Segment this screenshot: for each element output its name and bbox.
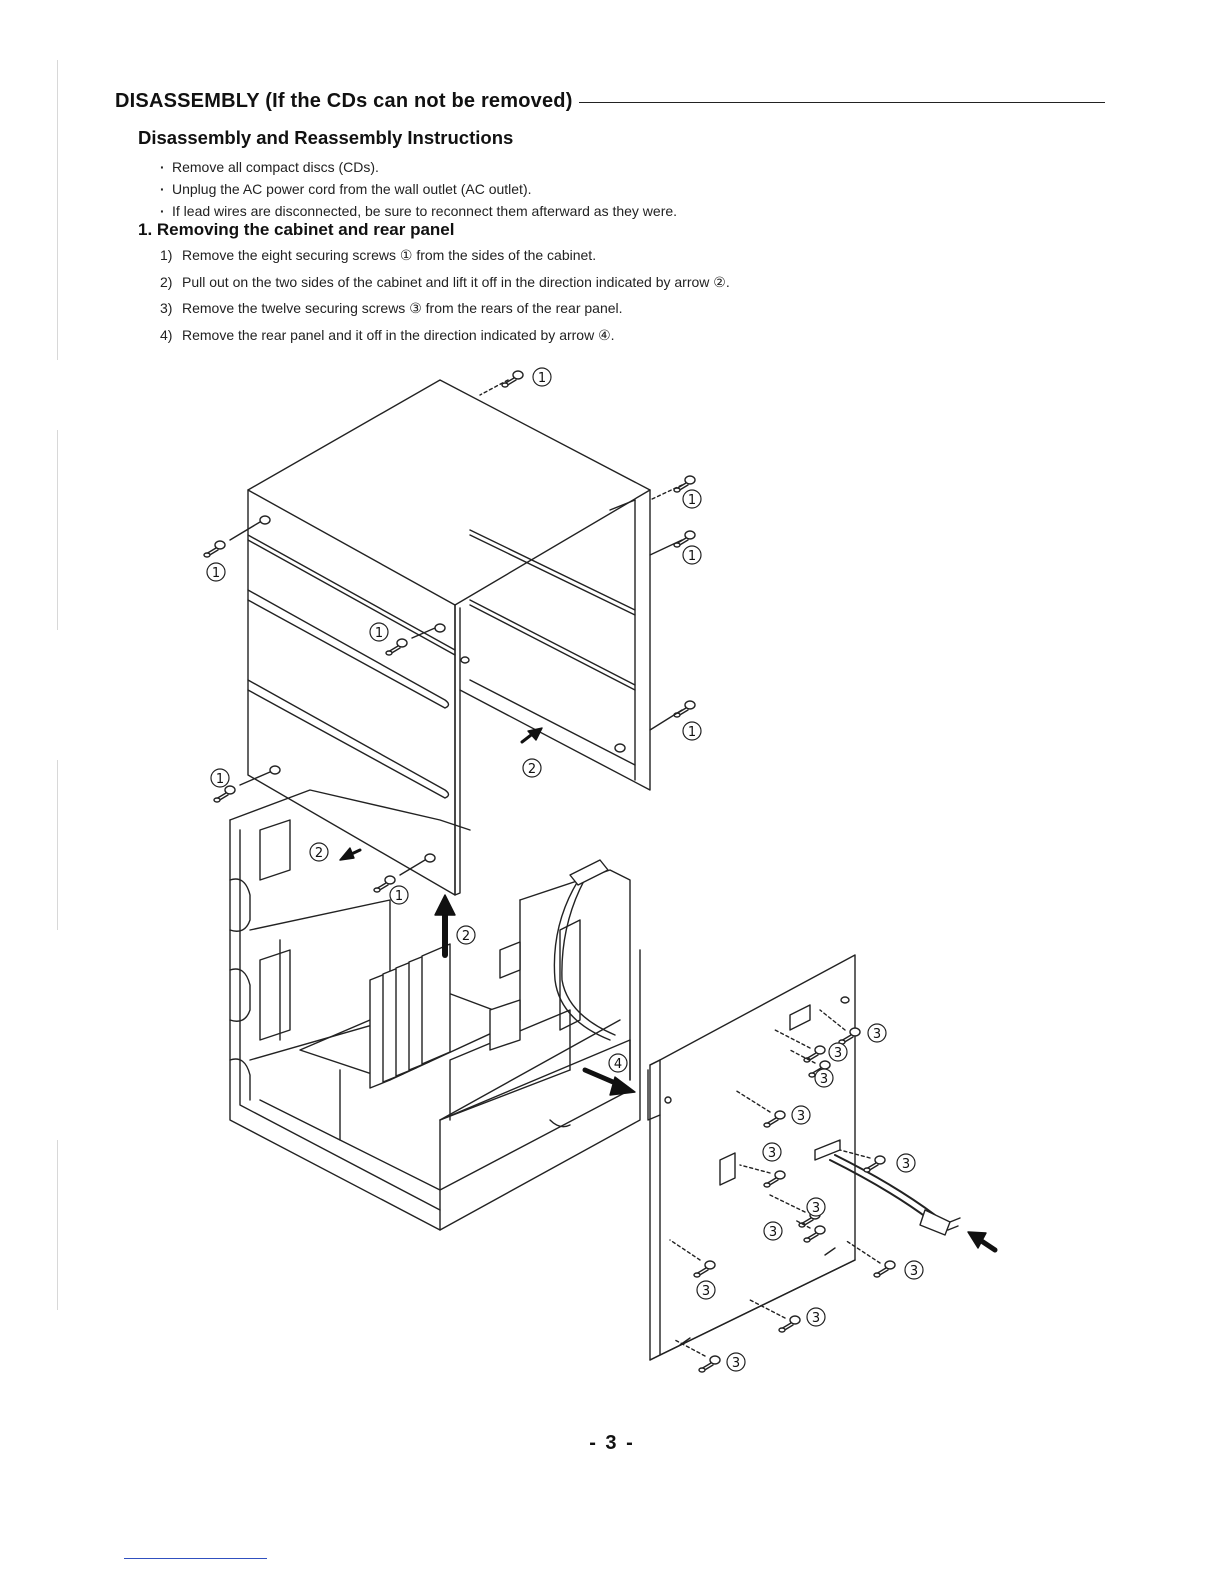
callout-screw-cabinet: 1 <box>369 622 389 642</box>
svg-text:4: 4 <box>614 1057 622 1072</box>
svg-text:1: 1 <box>538 371 546 386</box>
step-1-title: 1. Removing the cabinet and rear panel <box>138 220 455 239</box>
step-number: 4) <box>160 326 173 343</box>
callout-screw-rear: 3 <box>791 1105 811 1125</box>
step-item: 3) Remove the twelve securing screws ③ fr… <box>160 295 730 322</box>
svg-text:3: 3 <box>910 1264 918 1279</box>
callout-screw-cabinet: 1 <box>206 562 226 582</box>
section-title-text: DISASSEMBLY (If the CDs can not be remov… <box>115 90 573 112</box>
callout-screw-rear: 3 <box>726 1352 746 1372</box>
callout-screw-rear: 3 <box>806 1307 826 1327</box>
svg-text:1: 1 <box>688 493 696 508</box>
note-item: Remove all compact discs (CDs). <box>160 156 677 178</box>
step-text: Remove the twelve securing screws ③ from… <box>182 300 623 316</box>
instructions-subtitle: Disassembly and Reassembly Instructions <box>138 127 514 148</box>
exploded-view-diagram: 1 1 1 1 1 1 1 1 2 2 2 4 3 3 3 3 3 3 3 3 … <box>203 367 998 1373</box>
step-number: 1) <box>160 247 173 263</box>
callout-screw-cabinet: 1 <box>389 885 409 905</box>
callout-screw-cabinet: 1 <box>682 545 702 565</box>
callout-arrow-cabinet: 2 <box>309 842 329 862</box>
svg-text:3: 3 <box>732 1356 740 1371</box>
svg-text:3: 3 <box>812 1201 820 1216</box>
section-title: DISASSEMBLY (If the CDs can not be remov… <box>115 90 1105 113</box>
svg-text:3: 3 <box>769 1225 777 1240</box>
margin-mark <box>57 760 58 930</box>
page-number: - 3 - <box>589 1432 635 1454</box>
margin-mark <box>57 1140 58 1310</box>
svg-text:1: 1 <box>375 626 383 641</box>
callout-screw-rear: 3 <box>896 1153 916 1173</box>
svg-text:3: 3 <box>902 1157 910 1172</box>
margin-mark <box>57 430 58 630</box>
callout-labels: 1 1 1 1 1 1 1 1 2 2 2 4 3 3 3 3 3 3 3 3 … <box>206 367 924 1372</box>
callout-screw-cabinet: 1 <box>532 367 552 387</box>
footer-rule <box>124 1558 267 1559</box>
svg-text:1: 1 <box>688 725 696 740</box>
step-number: 3) <box>160 300 173 316</box>
step-1-list: 1) Remove the eight securing screws ① fro… <box>160 242 730 348</box>
svg-text:3: 3 <box>702 1284 710 1299</box>
callout-screw-rear: 3 <box>867 1023 887 1043</box>
power-cord <box>829 1154 961 1236</box>
callout-screw-rear: 3 <box>828 1042 848 1062</box>
rear-panel <box>647 954 856 1361</box>
svg-text:3: 3 <box>797 1109 805 1124</box>
svg-text:3: 3 <box>812 1311 820 1326</box>
callout-screw-cabinet: 1 <box>682 489 702 509</box>
callout-screw-rear: 3 <box>806 1197 826 1217</box>
main-chassis <box>229 789 641 1231</box>
callout-screw-rear: 3 <box>763 1221 783 1241</box>
svg-text:2: 2 <box>462 929 470 944</box>
step-text: Remove the eight securing screws ① from … <box>182 247 597 263</box>
svg-text:3: 3 <box>768 1146 776 1161</box>
callout-arrow-rear: 4 <box>608 1053 628 1073</box>
notes-list: Remove all compact discs (CDs). Unplug t… <box>160 156 677 222</box>
callout-arrow-cabinet: 2 <box>456 925 476 945</box>
svg-text:3: 3 <box>834 1046 842 1061</box>
step-text: Remove the rear panel and it off in the … <box>182 326 615 343</box>
step-number: 2) <box>160 273 173 290</box>
direction-arrows <box>339 727 998 1253</box>
cabinet-cover <box>247 379 651 896</box>
svg-text:2: 2 <box>315 846 323 861</box>
callout-arrow-cabinet: 2 <box>522 758 542 778</box>
callout-screw-rear: 3 <box>696 1280 716 1300</box>
svg-text:1: 1 <box>216 772 224 787</box>
callout-screw-rear: 3 <box>762 1142 782 1162</box>
note-item: Unplug the AC power cord from the wall o… <box>160 178 677 200</box>
svg-text:3: 3 <box>820 1072 828 1087</box>
rear-panel-screws <box>669 1009 896 1373</box>
callout-screw-cabinet: 1 <box>682 721 702 741</box>
step-item: 1) Remove the eight securing screws ① fro… <box>160 242 730 269</box>
margin-mark <box>57 60 58 360</box>
svg-text:1: 1 <box>395 889 403 904</box>
callout-screw-cabinet: 1 <box>210 768 230 788</box>
svg-text:2: 2 <box>528 762 536 777</box>
callout-screw-rear: 3 <box>904 1260 924 1280</box>
section-title-rule <box>578 102 1105 103</box>
step-text: Pull out on the two sides of the cabinet… <box>182 273 730 290</box>
svg-text:1: 1 <box>688 549 696 564</box>
cabinet-screws <box>203 370 696 893</box>
callout-screw-rear: 3 <box>814 1068 834 1088</box>
note-item: If lead wires are disconnected, be sure … <box>160 200 677 222</box>
step-item: 2) Pull out on the two sides of the cabin… <box>160 269 730 296</box>
svg-text:1: 1 <box>212 566 220 581</box>
step-item: 4) Remove the rear panel and it off in th… <box>160 322 730 349</box>
svg-text:3: 3 <box>873 1027 881 1042</box>
